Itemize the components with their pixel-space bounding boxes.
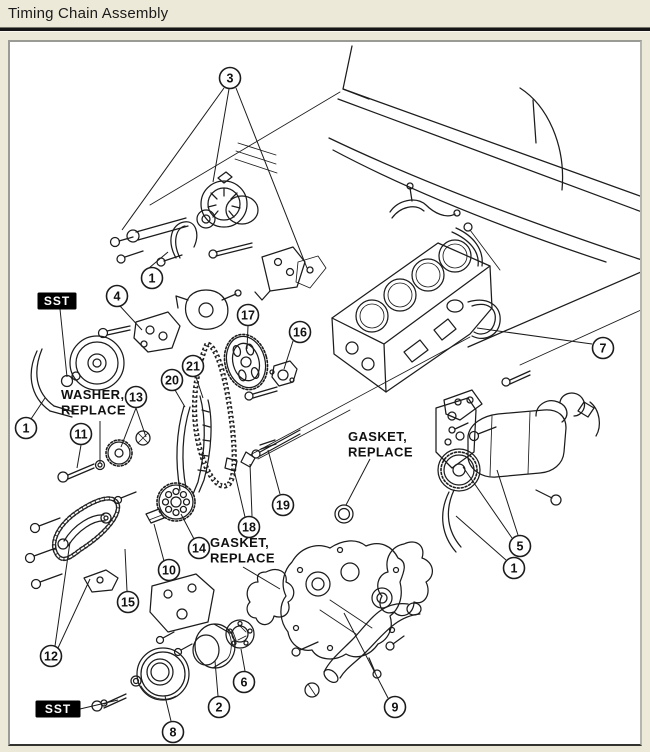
note-labels-layer: WASHER,REPLACE GASKET,REPLACE GASKET,REPLA… [61, 387, 413, 566]
callout-1: 1 [14, 416, 38, 440]
leader-lines [30, 87, 593, 722]
callout-15: 15 [116, 590, 140, 614]
crank-pulley-group [91, 623, 236, 712]
callout-19: 19 [271, 493, 295, 517]
title-divider [0, 27, 650, 32]
callout-2: 2 [207, 695, 231, 719]
callout-number-5: 5 [517, 540, 524, 554]
page-title: Timing Chain Assembly [8, 5, 169, 22]
engine-block [331, 182, 531, 434]
crank-sprocket-group [52, 482, 196, 562]
callout-4: 4 [105, 284, 129, 308]
callout-21: 21 [181, 354, 205, 378]
callout-number-11: 11 [74, 428, 87, 442]
callout-number-17: 17 [241, 309, 255, 323]
sst-label-text: SST [44, 294, 70, 308]
callout-number-10: 10 [162, 564, 176, 578]
callout-number-15: 15 [121, 596, 135, 610]
callout-number-13: 13 [129, 391, 143, 405]
guide-arm-and-bolts [24, 491, 137, 593]
tensioner-parts [57, 336, 471, 483]
title-bar: Timing Chain Assembly [0, 0, 650, 27]
oil-seal-part [244, 360, 298, 401]
callout-number-4: 4 [114, 290, 121, 304]
callout-3: 3 [218, 66, 242, 90]
callout-5: 5 [508, 534, 532, 558]
callout-6: 6 [232, 670, 256, 694]
front-cover-assembly [149, 504, 433, 698]
pump-and-bracket [97, 289, 242, 353]
callout-number-18: 18 [242, 521, 256, 535]
sst-label-1: SST [37, 292, 77, 310]
note-gasket-replace-lower: GASKET,REPLACE [210, 535, 275, 566]
callout-1: 1 [502, 556, 526, 580]
callout-number-7: 7 [600, 342, 607, 356]
callout-10: 10 [157, 558, 181, 582]
callout-14: 14 [187, 536, 211, 560]
callout-number-1: 1 [511, 562, 518, 576]
callout-number-16: 16 [293, 326, 307, 340]
callout-9: 9 [383, 695, 407, 719]
ac-compressor [435, 392, 600, 553]
timing-chain [191, 341, 237, 489]
callout-16: 16 [288, 320, 312, 344]
callout-number-3: 3 [227, 72, 234, 86]
callout-number-14: 14 [192, 542, 206, 556]
callout-number-8: 8 [170, 726, 177, 740]
callout-12: 12 [39, 644, 63, 668]
alternator-assembly [109, 171, 327, 301]
callout-20: 20 [160, 368, 184, 392]
timing-chain-exploded-diagram: WASHER,REPLACE GASKET,REPLACE GASKET,REPLA… [14, 45, 640, 744]
callout-number-1: 1 [23, 422, 30, 436]
callout-number-9: 9 [392, 701, 399, 715]
callout-1: 1 [140, 266, 164, 290]
sst-label-2: SST [35, 700, 81, 718]
note-gasket-replace-upper: GASKET,REPLACE [348, 429, 413, 460]
callout-13: 13 [124, 385, 148, 409]
cam-sprocket [223, 333, 269, 391]
callout-number-21: 21 [186, 360, 200, 374]
callout-number-20: 20 [165, 374, 179, 388]
sst-label-text: SST [45, 702, 71, 716]
callout-number-2: 2 [216, 701, 223, 715]
note-washer-replace: WASHER,REPLACE [61, 387, 126, 418]
callout-number-1: 1 [149, 272, 156, 286]
pulley-and-belt [30, 335, 125, 418]
body-cowl-lines [149, 45, 640, 366]
chain-guides [176, 395, 212, 495]
callout-17: 17 [236, 303, 260, 327]
callout-number-6: 6 [241, 676, 248, 690]
sst-labels-layer: SST SST [35, 292, 81, 718]
callout-7: 7 [591, 336, 615, 360]
callout-number-19: 19 [276, 499, 290, 513]
callout-11: 11 [69, 422, 93, 446]
diagram-panel: WASHER,REPLACE GASKET,REPLACE GASKET,REPLA… [8, 40, 642, 746]
callout-18: 18 [237, 515, 261, 539]
callout-number-12: 12 [44, 650, 58, 664]
callout-8: 8 [161, 720, 185, 744]
